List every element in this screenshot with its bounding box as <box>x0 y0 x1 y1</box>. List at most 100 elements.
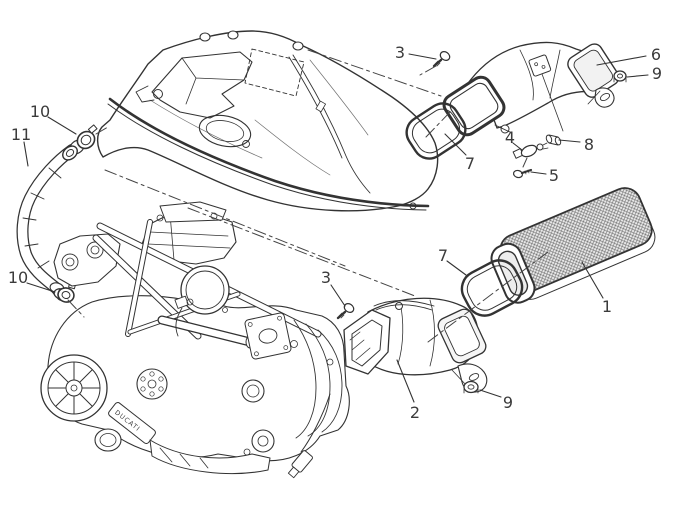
boss-plate <box>528 54 552 77</box>
sensor-body <box>520 144 538 158</box>
nut-hole <box>467 384 475 390</box>
flange-bolt <box>283 345 289 350</box>
airbox-dashed-panel <box>244 48 305 97</box>
callout-leader-line <box>558 139 581 143</box>
duct-inlet <box>567 43 620 98</box>
callout-leader-line <box>626 74 649 78</box>
intake-flange <box>244 312 292 360</box>
airbox-housing <box>96 30 439 212</box>
scoop-ribs <box>349 331 371 361</box>
callout-leader-line <box>330 284 346 307</box>
cam-bearing <box>65 257 75 267</box>
spacer-bushing <box>545 134 562 146</box>
screw-threads <box>524 169 530 175</box>
clamp-ring-outer <box>57 287 75 303</box>
alignment-line <box>67 299 85 318</box>
callout-label-3: 3 <box>395 43 405 62</box>
case-bolt <box>290 340 298 348</box>
frame-tube-core <box>126 220 152 336</box>
airbox-seal-rim-inner <box>107 103 427 211</box>
callout-label-11: 11 <box>11 125 31 144</box>
airbox-surface-line <box>309 59 369 136</box>
duct-tab <box>594 87 615 108</box>
bracket-hole <box>153 89 163 99</box>
flange-plate <box>244 312 292 360</box>
callout-label-3: 3 <box>321 268 331 287</box>
case-rib <box>293 319 317 439</box>
callout-leader-line <box>530 171 547 175</box>
cam-bearing <box>86 241 104 259</box>
airbox-outline <box>96 30 439 212</box>
screw-shaft <box>336 310 347 320</box>
sump-fins <box>159 447 209 469</box>
alignment-lines <box>67 49 549 343</box>
gasket-upper <box>405 102 467 160</box>
airbox-clip <box>199 32 211 42</box>
hose-band <box>30 192 45 200</box>
duct-crease <box>519 49 534 101</box>
spacer-side <box>548 134 559 146</box>
screw-shaft <box>432 58 443 68</box>
airbox-vent-tube <box>292 54 371 194</box>
timing-flange <box>136 368 168 400</box>
right-intake-duct <box>442 41 620 137</box>
cable-connector <box>287 450 313 479</box>
duct-outlet <box>437 308 487 364</box>
duct-tab-edge <box>451 369 467 386</box>
hose-band <box>37 260 50 269</box>
head-bolt <box>156 214 164 222</box>
gasket-lower <box>460 259 524 317</box>
generator-spokes <box>47 361 101 415</box>
callout-leader-line <box>444 133 467 156</box>
hose-end-opening-inner <box>65 149 75 157</box>
spacer-end <box>545 134 553 144</box>
vent-tube-fitting <box>315 100 326 113</box>
alignment-line <box>425 109 453 138</box>
sensor-prongs <box>542 142 549 150</box>
cam-bearing <box>90 245 100 255</box>
airbox-surface-line <box>254 119 331 176</box>
hose-band <box>24 243 39 247</box>
temp-sensor <box>512 142 549 159</box>
callout-label-7: 7 <box>465 154 475 173</box>
case-rib <box>317 329 343 433</box>
duct-foot <box>494 124 513 134</box>
case-bolt <box>243 448 251 456</box>
alignment-line <box>95 126 109 135</box>
case-boss-inner <box>246 384 260 398</box>
callout-leader-line <box>596 55 647 66</box>
flange-bolt <box>247 322 253 327</box>
oil-sump <box>149 439 271 474</box>
callout-label-7: 7 <box>438 246 448 265</box>
callout-label-10: 10 <box>8 268 28 287</box>
front-cylinder-head <box>53 233 121 287</box>
nut-lower <box>463 380 479 394</box>
generator-hub <box>65 379 83 397</box>
hose-clamp-upper <box>76 124 98 150</box>
gasket-ring-outer <box>460 259 524 317</box>
case-boss <box>241 379 265 403</box>
case-boss <box>251 429 275 453</box>
throttle-ring-inner <box>185 270 225 310</box>
boss-to-sensor-line <box>541 73 564 132</box>
duct-tab-slot <box>599 92 611 102</box>
screw-head <box>439 51 451 61</box>
callout-leader-line <box>23 141 29 167</box>
callout-leader-line <box>47 116 77 135</box>
duct-mouth-ring <box>442 75 506 137</box>
screw-upper <box>432 51 451 68</box>
alignment-line <box>104 169 346 267</box>
callout-label-2: 2 <box>410 403 420 422</box>
airbox-clip <box>292 41 304 51</box>
callout-leader-line <box>512 142 523 151</box>
engine-cable <box>300 393 331 453</box>
duct-tab-edge <box>587 90 601 105</box>
airbox-clip <box>227 30 239 40</box>
case-bolt <box>186 298 194 306</box>
screw-threads <box>338 312 345 319</box>
screw-head <box>512 169 524 179</box>
gasket-ring-inner <box>411 108 461 154</box>
gasket-ring-outer <box>405 102 467 160</box>
engine: DUCATI <box>40 201 350 479</box>
